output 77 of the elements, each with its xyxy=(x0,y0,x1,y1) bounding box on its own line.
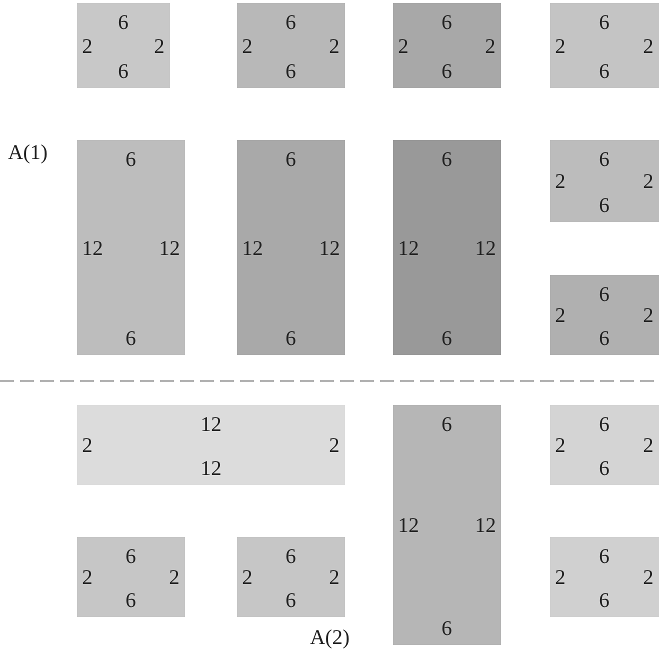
axis-label: A(1) xyxy=(8,140,48,165)
number-label: 6 xyxy=(599,327,610,349)
number-label: 2 xyxy=(555,170,566,192)
number-label: 2 xyxy=(643,304,654,326)
number-label: 6 xyxy=(126,589,136,611)
number-label: 6 xyxy=(118,60,128,82)
number-label: 6 xyxy=(126,148,136,170)
number-label: 6 xyxy=(126,327,136,349)
shaded-panel xyxy=(237,140,345,355)
shaded-panel xyxy=(550,3,659,88)
number-label: 2 xyxy=(555,304,566,326)
number-label: 6 xyxy=(286,11,296,33)
shaded-panel xyxy=(550,275,659,355)
number-label: 6 xyxy=(286,545,296,567)
number-label: 2 xyxy=(329,434,340,456)
shaded-panel xyxy=(393,140,501,355)
number-label: 6 xyxy=(286,60,296,82)
number-label: 12 xyxy=(475,514,496,536)
number-label: 6 xyxy=(599,545,610,567)
number-label: 6 xyxy=(599,194,610,216)
number-label: 12 xyxy=(475,236,496,258)
shaded-panel xyxy=(237,537,345,617)
number-label: 6 xyxy=(599,589,610,611)
number-label: 2 xyxy=(82,566,92,588)
number-label: 12 xyxy=(398,236,419,258)
number-label: 12 xyxy=(200,457,222,479)
number-label: 2 xyxy=(242,34,252,56)
shaded-panel xyxy=(77,405,345,485)
number-label: 2 xyxy=(555,566,566,588)
number-label: 6 xyxy=(286,148,296,170)
number-label: 12 xyxy=(159,236,180,258)
shaded-panel xyxy=(77,537,185,617)
number-label: 2 xyxy=(82,434,92,456)
number-label: 12 xyxy=(82,236,103,258)
number-label: 2 xyxy=(398,34,408,56)
number-label: 6 xyxy=(599,11,610,33)
number-label: 2 xyxy=(169,566,180,588)
number-label: 6 xyxy=(442,60,452,82)
shaded-panel xyxy=(393,3,501,88)
shaded-panel xyxy=(550,405,659,485)
number-label: 6 xyxy=(442,413,452,435)
number-label: 12 xyxy=(200,413,222,435)
number-label: 2 xyxy=(82,34,92,56)
shaded-panel xyxy=(77,140,185,355)
number-label: 2 xyxy=(329,566,340,588)
number-label: 2 xyxy=(242,566,252,588)
number-label: 2 xyxy=(643,34,654,56)
number-label: 6 xyxy=(599,60,610,82)
shaded-panel xyxy=(77,3,170,88)
number-label: 6 xyxy=(599,148,610,170)
number-label: 6 xyxy=(442,11,452,33)
number-label: 6 xyxy=(599,457,610,479)
axis-label: A(2) xyxy=(310,625,350,650)
number-label: 2 xyxy=(154,34,164,56)
number-label: 6 xyxy=(286,327,296,349)
number-label: 6 xyxy=(442,148,452,170)
number-label: 2 xyxy=(643,434,654,456)
number-label: 12 xyxy=(319,236,340,258)
number-label: 2 xyxy=(485,34,496,56)
shaded-panel xyxy=(550,140,659,222)
number-label: 2 xyxy=(555,34,566,56)
number-label: 2 xyxy=(643,566,654,588)
number-label: 2 xyxy=(643,170,654,192)
number-label: 6 xyxy=(286,589,296,611)
number-label: 6 xyxy=(118,11,128,33)
number-label: 2 xyxy=(555,434,566,456)
shaded-panel xyxy=(237,3,345,88)
number-label: 6 xyxy=(442,617,452,639)
number-label: 6 xyxy=(126,545,136,567)
shaded-panel xyxy=(393,405,501,645)
number-label: 12 xyxy=(398,514,419,536)
number-label: 6 xyxy=(599,413,610,435)
shaded-panel xyxy=(550,537,659,617)
number-label: 6 xyxy=(599,283,610,305)
number-label: 12 xyxy=(242,236,263,258)
number-label: 6 xyxy=(442,327,452,349)
number-label: 2 xyxy=(329,34,340,56)
